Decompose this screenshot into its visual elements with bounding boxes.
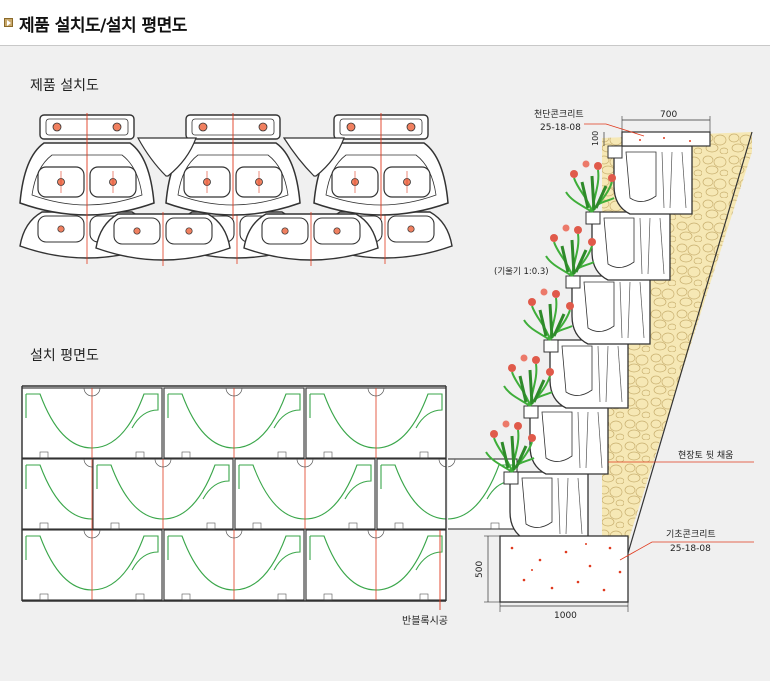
wall-tier [523,399,609,475]
wall-tier [585,205,671,281]
wall-tier [607,139,693,215]
plan-cell [305,529,447,601]
top-width-dimension: 700 [660,110,677,120]
plant-graphic [544,223,598,278]
plan-view-title: 설치 평면도 [30,348,99,364]
installation-drawing [19,112,453,267]
plan-drawing [21,385,518,610]
plan-cell [21,387,163,459]
base-width-dimension: 1000 [554,611,577,621]
install-view-title: 제품 설치도 [30,78,99,94]
top-concrete-label: 천단콘크리트 [534,109,584,120]
plan-cell [163,529,305,601]
plant-graphic [502,353,556,408]
page-header: 제품 설치도/설치 평면도 [0,0,770,44]
plan-cell [92,458,234,530]
top-concrete-spec: 25-18-08 [540,123,581,133]
page-title: 제품 설치도/설치 평면도 [19,16,187,36]
block-module [313,112,449,220]
base-height-dimension: 500 [475,561,485,578]
base-concrete-spec: 25-18-08 [670,544,711,554]
slope-label: (기울기 1:0.3) [494,267,549,277]
top-height-dimension: 100 [591,131,600,146]
block-module [95,211,231,267]
plan-cell [163,387,305,459]
wall-tier [543,333,629,409]
crown-concrete [621,131,711,147]
cross-section [484,116,754,612]
block-module [165,112,301,220]
wall-tier [565,269,651,345]
plant-graphic [522,287,576,342]
plan-cell [305,387,447,459]
plan-cell [234,458,376,530]
block-module [19,112,155,220]
plan-cell [21,529,163,601]
backfill-label: 현장토 뒷 채움 [678,449,733,461]
base-concrete-label: 기초콘크리트 [666,529,716,540]
base-concrete [499,535,629,603]
half-block-note: 반블록시공 [402,615,448,627]
wall-tier [503,465,589,541]
bullet-icon [4,18,13,27]
block-module [243,211,379,267]
